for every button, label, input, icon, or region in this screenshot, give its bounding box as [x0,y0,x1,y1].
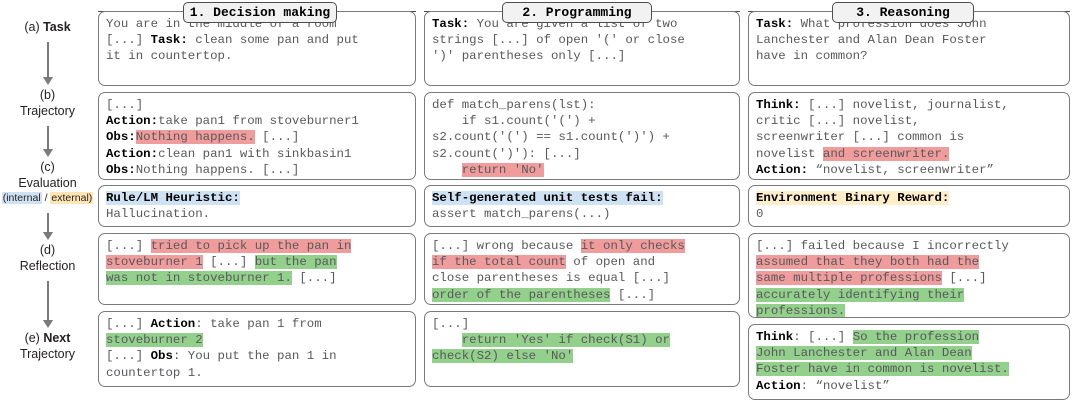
stage-label-next-trajectory: (e) Next Trajectory [0,331,95,361]
stage-letter-task: (a) [24,20,40,34]
stage-sub-evaluation: (internal / external) [0,191,95,206]
card-next-trajectory-programming: [...] return 'Yes' if check(S1) or check… [424,311,740,387]
stage-name-task: Task [43,20,71,34]
card-trajectory-programming: def match_parens(lst): if s1.count('(') … [424,92,740,180]
stage-label-task: (a) Task [0,20,95,35]
evaluation-external-tag: external) [50,192,94,204]
column-header-reasoning: 3. Reasoning [832,2,974,23]
evaluation-body-decision-making: Hallucination. [106,207,211,222]
evaluation-body-reasoning: 0 [756,207,764,222]
stage-name-next-second: Trajectory [19,346,76,361]
evaluation-internal-tag: (internal [1,192,42,204]
stage-letter-reflection: (d) [39,243,56,257]
card-task-programming: Task: You are given a list of two string… [424,11,740,86]
column-header-decision-making: 1. Decision making [183,2,337,23]
stage-letter-trajectory: (b) [39,88,56,102]
arrow-evaluation-to-reflection [43,213,53,240]
card-trajectory-decision-making: [...] Action:take pan1 from stoveburner1… [98,92,416,180]
arrow-task-to-trajectory [43,42,53,85]
card-next-trajectory-decision-making: [...] Action: take pan 1 from stoveburne… [98,311,416,387]
card-reflection-reasoning: [...] failed because I incorrectly assum… [748,233,1070,318]
card-reflection-programming: [...] wrong because it only checks if th… [424,233,740,305]
card-task-reasoning: Task: What profession does John Lanchest… [748,11,1070,86]
stage-name-next-first: Next [43,331,71,345]
card-evaluation-decision-making: Rule/LM Heuristic: Hallucination. [98,185,416,227]
card-next-trajectory-reasoning: Think: [...] So the profession John Lanc… [748,324,1070,400]
stage-label-evaluation: (c) Evaluation (internal / external) [0,160,95,206]
evaluation-heading-decision-making: Rule/LM Heuristic: [106,191,240,205]
stage-label-reflection: (d) Reflection [0,243,95,273]
arrow-reflection-to-next [43,281,53,328]
arrow-trajectory-to-evaluation [43,126,53,157]
stage-label-trajectory: (b) Trajectory [0,88,95,118]
evaluation-body-programming: assert match_parens(...) [432,207,611,222]
stage-name-evaluation: Evaluation [18,175,77,190]
column-header-programming: 2. Programming [502,2,652,23]
stage-name-trajectory: Trajectory [19,103,76,118]
evaluation-heading-reasoning: Environment Binary Reward: [756,191,950,205]
evaluation-sub-separator: / [41,192,51,204]
stage-letter-evaluation: (c) [40,160,55,174]
card-reflection-decision-making: [...] tried to pick up the pan in stoveb… [98,233,416,305]
evaluation-heading-programming: Self-generated unit tests fail: [432,191,663,205]
card-trajectory-reasoning: Think: [...] novelist, journalist, criti… [748,92,1070,180]
card-evaluation-programming: Self-generated unit tests fail: assert m… [424,185,740,227]
card-evaluation-reasoning: Environment Binary Reward: 0 [748,185,1070,227]
stage-letter-next: (e) [24,331,40,345]
stage-name-reflection: Reflection [19,258,76,273]
stage-rail: (a) Task (b) Trajectory (c) Evaluation (… [0,0,95,405]
